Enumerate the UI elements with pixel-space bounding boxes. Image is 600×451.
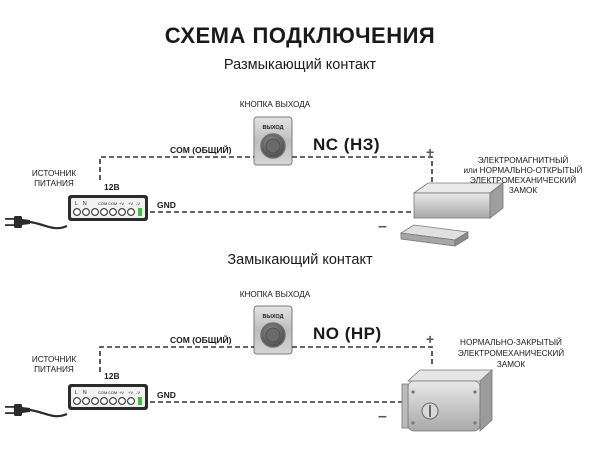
contact-type-label: NO (НР) (313, 324, 382, 343)
lock-label-line1: НОРМАЛЬНО-ЗАКРЫТЫЙ (460, 336, 562, 347)
exit-button-icon: ВЫХОД (253, 116, 293, 166)
lock-label-line3: ЗАМОК (497, 360, 526, 369)
power-plug-icon (3, 214, 69, 230)
button-face-label: ВЫХОД (262, 314, 283, 320)
voltage-label: 12В (104, 371, 120, 381)
page-title: СХЕМА ПОДКЛЮЧЕНИЯ (165, 23, 435, 48)
plus-sign: + (426, 331, 434, 347)
lock-label-line1: ЭЛЕКТРОМАГНИТНЫЙ (478, 154, 569, 165)
power-label-line1: ИСТОЧНИК (32, 355, 77, 364)
power-label-line2: ПИТАНИЯ (34, 365, 74, 374)
positive-wire (292, 346, 433, 366)
voltage-label: 12В (104, 182, 120, 192)
electromechanical-lock-icon (401, 369, 494, 432)
gnd-label: GND (157, 390, 176, 400)
diagram-subtitle: Размыкающий контакт (224, 57, 377, 73)
com-wire (99, 156, 254, 180)
button-caption: КНОПКА ВЫХОДА (240, 100, 311, 109)
power-label-line2: ПИТАНИЯ (34, 179, 74, 188)
power-label-line1: ИСТОЧНИК (32, 169, 77, 178)
lock-label-line2: или НОРМАЛЬНО-ОТКРЫТЫЙ (463, 164, 582, 175)
minus-sign: – (378, 408, 387, 425)
com-wire (99, 346, 254, 372)
lock-label-line2: ЭЛЕКТРОМЕХАНИЧЕСКИЙ (458, 347, 564, 358)
gnd-label: GND (157, 200, 176, 210)
diagram-subtitle: Замыкающий контакт (227, 252, 373, 268)
diagram-nc: Размыкающий контакт КНОПКА ВЫХОДА ВЫХОД … (3, 57, 583, 247)
button-face-label: ВЫХОД (262, 125, 283, 131)
contact-type-label: NC (НЗ) (313, 135, 380, 154)
positive-wire (292, 156, 433, 183)
diagram-no: Замыкающий контакт КНОПКА ВЫХОДА ВЫХОД N… (3, 252, 564, 432)
power-supply-icon (67, 383, 149, 411)
com-label: COM (ОБЩИЙ) (170, 144, 232, 155)
electromagnetic-lock-icon (399, 182, 505, 247)
lock-label-line4: ЗАМОК (509, 186, 538, 195)
exit-button-icon: ВЫХОД (253, 305, 293, 355)
plus-sign: + (426, 144, 434, 160)
button-caption: КНОПКА ВЫХОДА (240, 290, 311, 299)
power-supply-icon (67, 194, 149, 222)
lock-label-line3: ЭЛЕКТРОМЕХАНИЧЕСКИЙ (470, 174, 576, 185)
power-plug-icon (3, 402, 69, 418)
com-label: COM (ОБЩИЙ) (170, 334, 232, 345)
minus-sign: – (378, 218, 387, 235)
